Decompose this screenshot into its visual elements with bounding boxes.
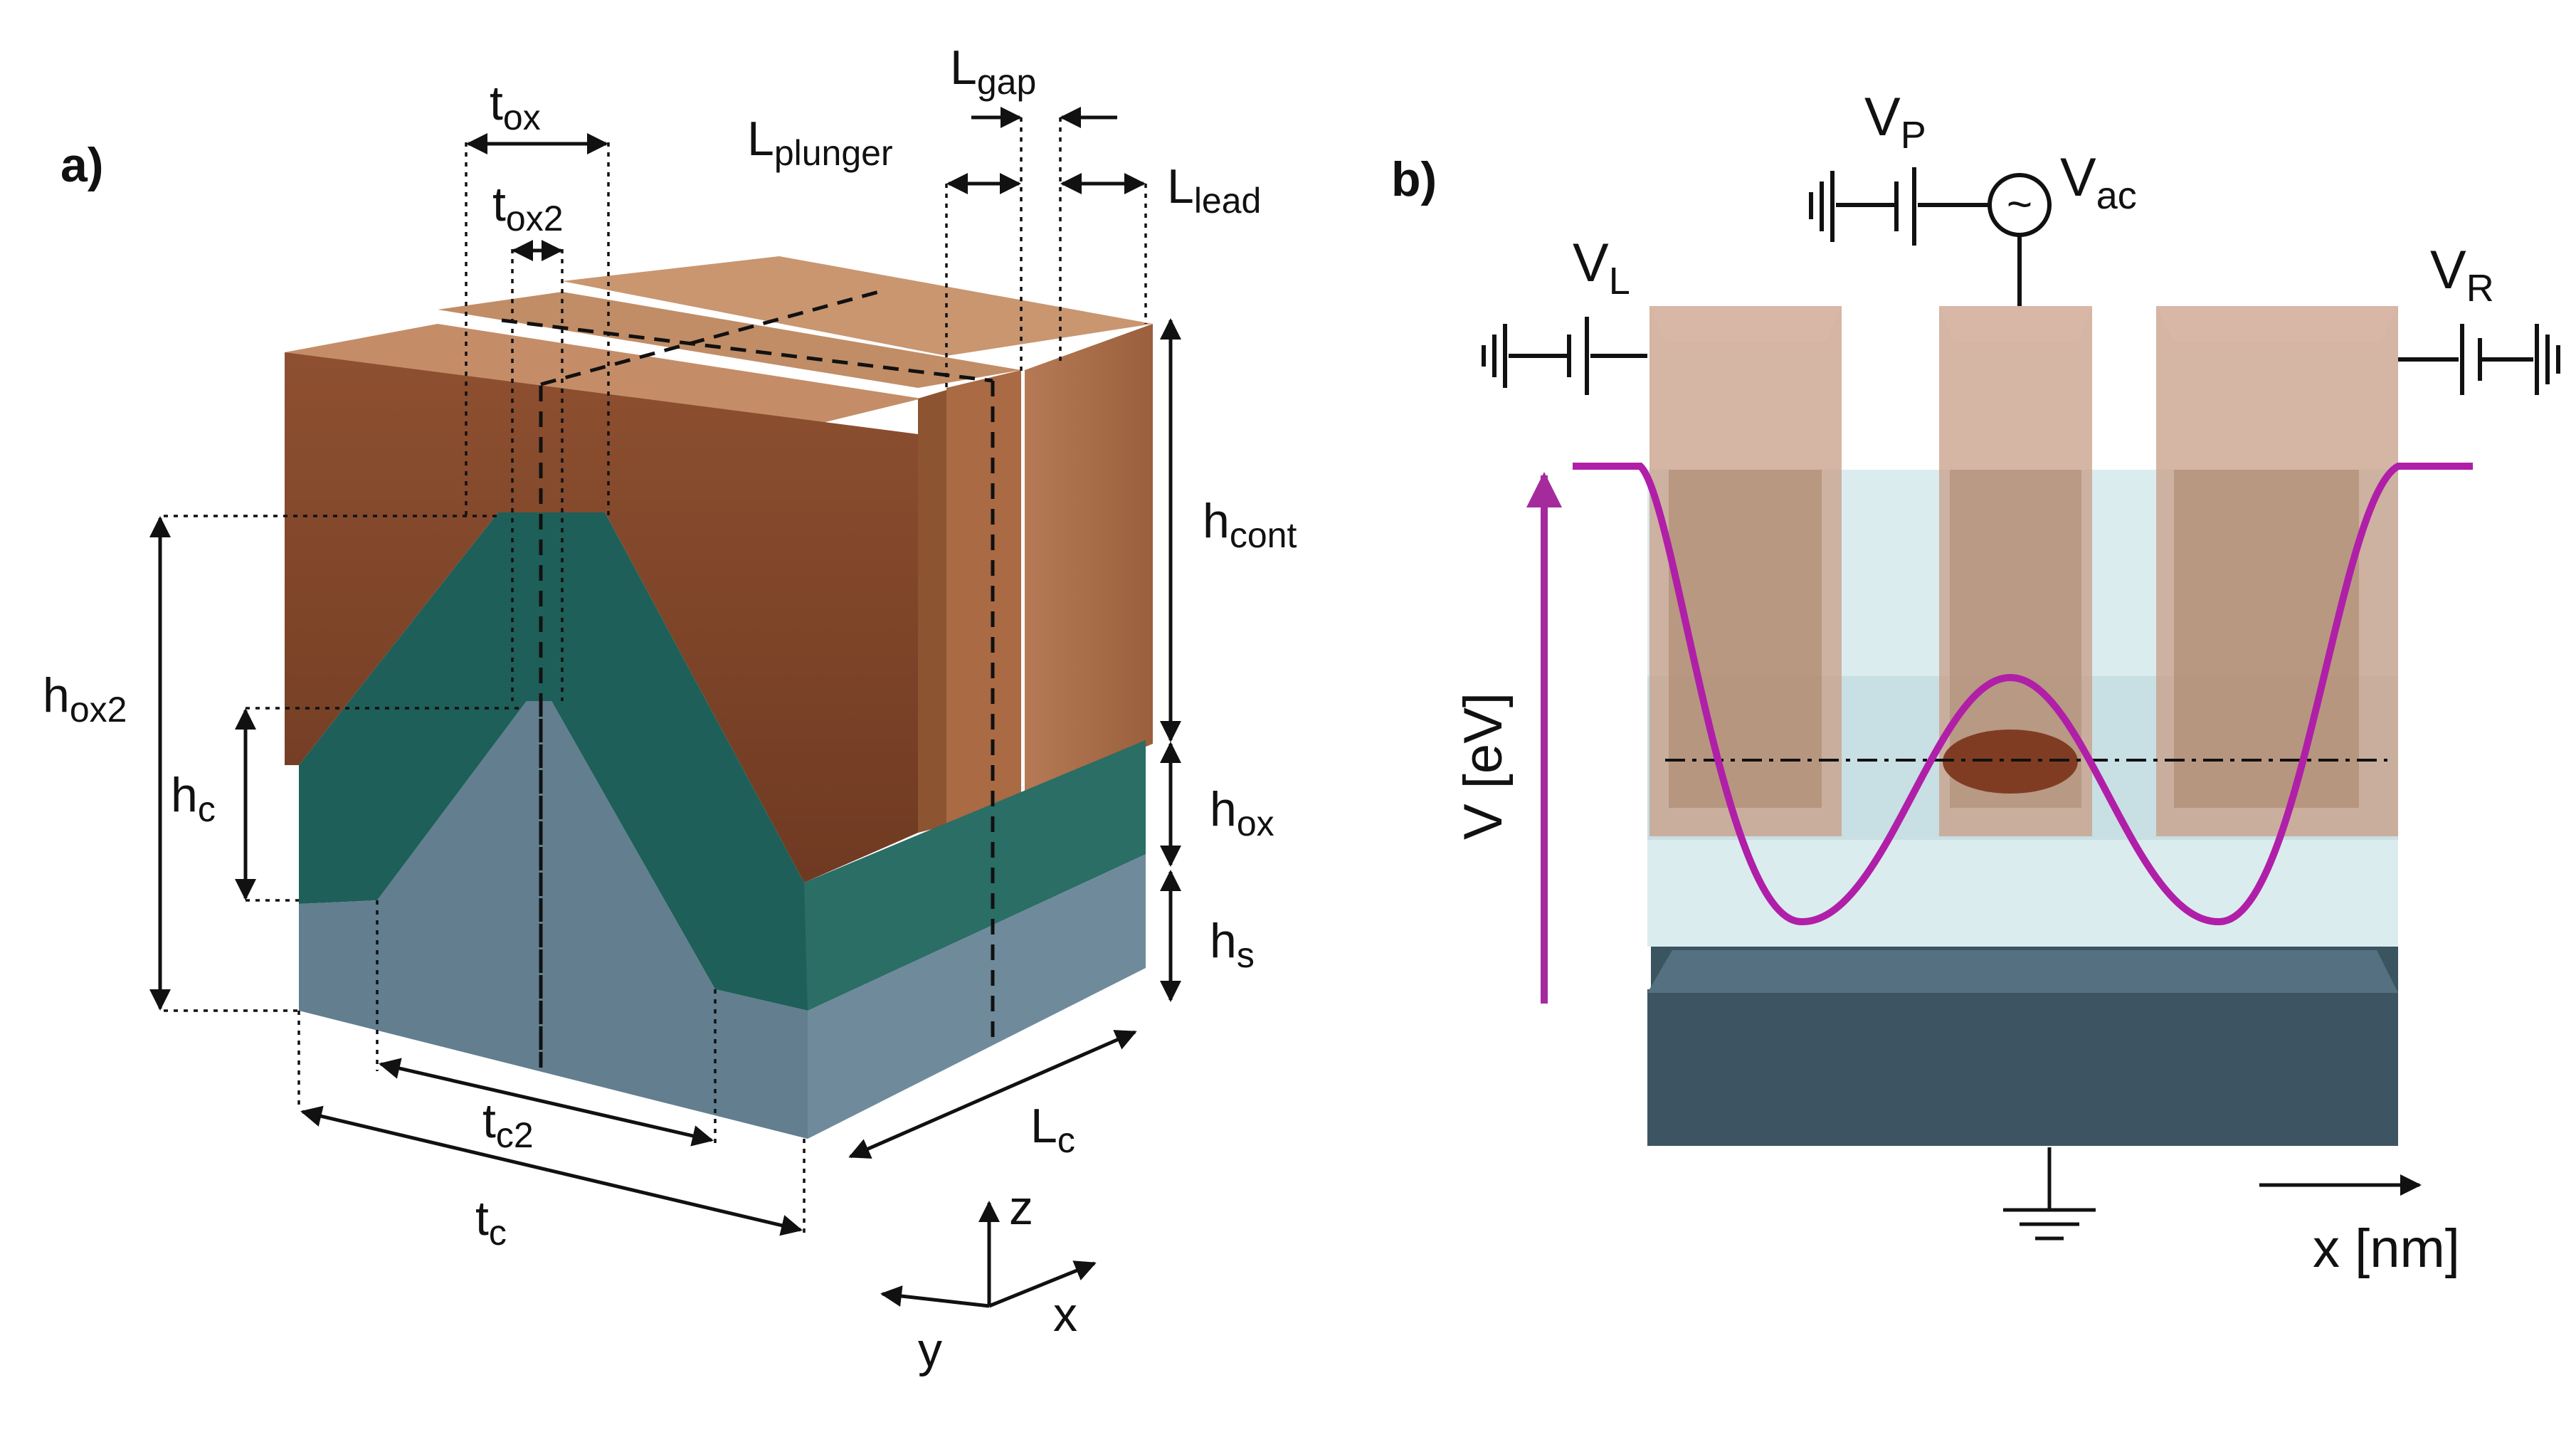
h-ox2-label: hox2	[43, 668, 127, 730]
L-lead-label: Llead	[1167, 159, 1261, 221]
lead-top-front	[285, 324, 922, 434]
quantum-dot	[1943, 730, 2078, 794]
coordinate-axes	[880, 1201, 1097, 1308]
t-ox2-label: tox2	[492, 177, 564, 238]
left-gate-top	[1649, 306, 1842, 342]
plunger-top	[438, 292, 1021, 388]
right-gate-top	[2156, 306, 2398, 342]
substrate-block	[1647, 989, 2398, 1146]
L-c-label: Lc	[1030, 1099, 1075, 1160]
lead-top-back	[562, 256, 1153, 356]
t-c2-label: tc2	[482, 1094, 534, 1155]
h-ox-label: hox	[1210, 782, 1274, 843]
z-axis-label: z	[1009, 1181, 1033, 1235]
t-ox-label: tox	[490, 76, 541, 137]
contact-front-face	[285, 352, 918, 883]
right-gate-lower	[2174, 470, 2359, 808]
hidden-edges	[501, 290, 995, 1068]
x-axis-label: x	[1053, 1288, 1077, 1342]
panel-a: a)	[43, 41, 1297, 1377]
dimension-labels: tox tox2 Lplunger Lgap Llead hcont hox h…	[43, 41, 1297, 1253]
h-c-label: hc	[171, 768, 216, 829]
h-cont-label: hcont	[1203, 494, 1297, 555]
V-P-label: VP	[1864, 87, 1926, 157]
h-s-label: hs	[1210, 914, 1255, 975]
oxide-side	[804, 740, 1146, 1011]
t-c-label: tc	[475, 1191, 507, 1253]
substrate-front	[299, 701, 808, 1139]
L-c-arrow	[848, 1030, 1137, 1159]
x-axis	[988, 1260, 1097, 1308]
plunger-gate-top	[1939, 306, 2092, 342]
V-ac-label: Vac	[2060, 147, 2137, 217]
right-source	[2398, 324, 2560, 395]
panel-a-label: a)	[60, 138, 103, 192]
contact-gates	[285, 256, 1153, 883]
L-gap-label: Lgap	[950, 41, 1036, 102]
y-axis-label: y	[918, 1323, 942, 1377]
potential-curve	[1573, 463, 2473, 926]
lead-side-front	[918, 390, 946, 833]
x-nm-label: x [nm]	[2313, 1218, 2460, 1279]
ac-symbol: ~	[2007, 180, 2032, 229]
panel-b: b) V [eV] x [nm]	[1391, 87, 2560, 1279]
V-R-label: VR	[2430, 240, 2494, 310]
panel-b-label: b)	[1391, 152, 1437, 206]
substrate-top-bevel	[1647, 950, 2398, 993]
potential-axis-label: V [eV]	[1453, 693, 1514, 840]
L-plunger-label: Lplunger	[747, 112, 893, 173]
extension-lines	[164, 117, 1147, 1235]
lead-side-back	[1025, 324, 1153, 797]
plunger-source	[1809, 167, 2052, 306]
V-L-label: VL	[1573, 233, 1630, 302]
left-gate-lower	[1669, 470, 1822, 808]
left-source	[1482, 317, 1647, 395]
ground-symbol	[2003, 1147, 2096, 1241]
t-c-arrow	[300, 1105, 803, 1236]
plunger-side	[946, 370, 1021, 826]
y-axis	[880, 1285, 990, 1308]
dimension-arrows	[149, 107, 1181, 1236]
